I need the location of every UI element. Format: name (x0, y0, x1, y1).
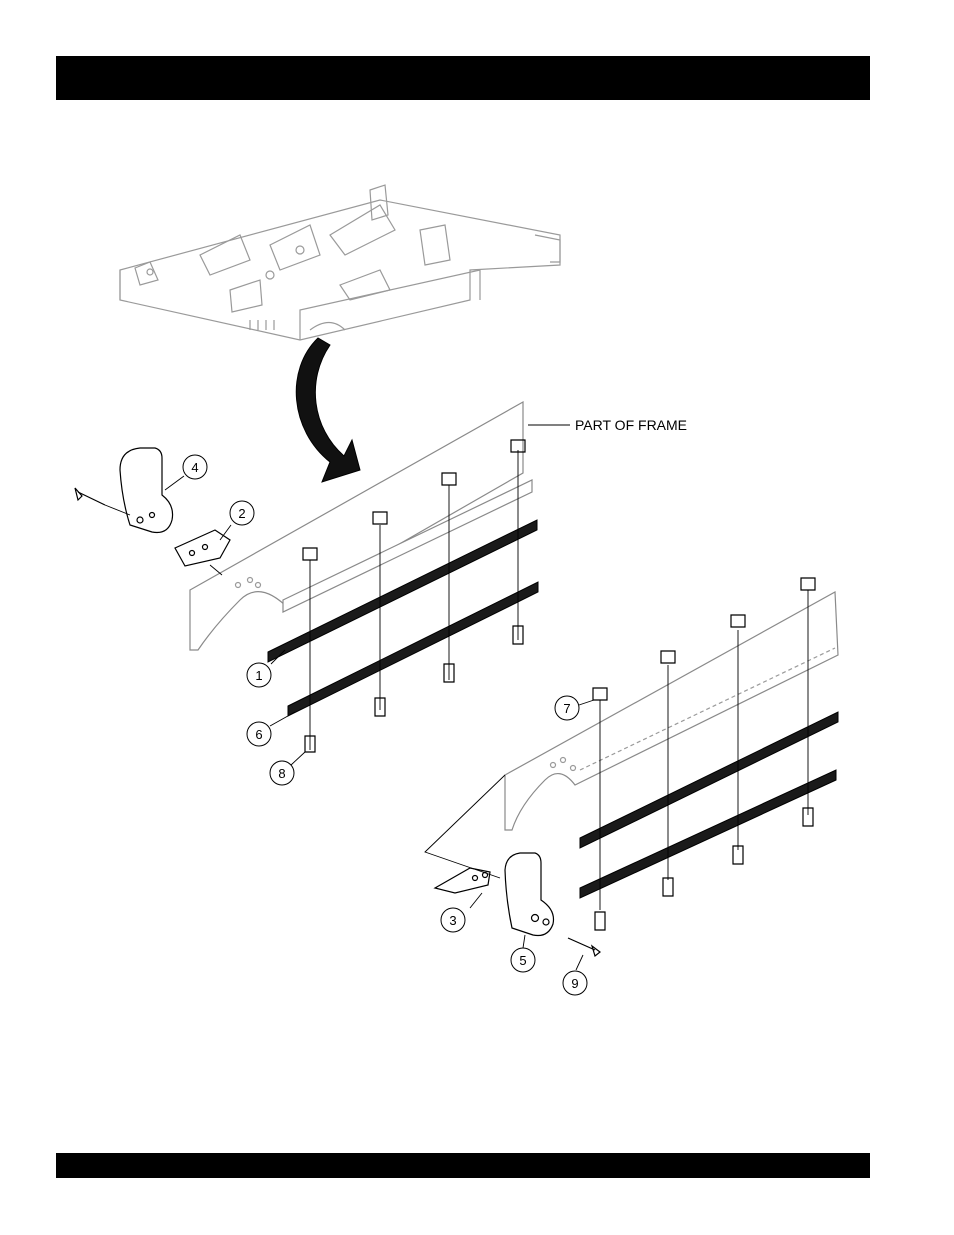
left-assembly (75, 402, 538, 752)
svg-text:6: 6 (255, 727, 262, 742)
svg-text:9: 9 (571, 976, 578, 991)
frame-overview (120, 185, 560, 340)
callout-4: 4 (165, 455, 207, 490)
callout-1: 1 (247, 650, 285, 687)
svg-text:2: 2 (238, 506, 245, 521)
svg-text:4: 4 (191, 460, 198, 475)
direction-arrow (296, 338, 360, 482)
svg-text:3: 3 (449, 913, 456, 928)
callout-3: 3 (441, 908, 465, 932)
callout-5: 5 (511, 948, 535, 972)
svg-text:8: 8 (278, 766, 285, 781)
callout-2: 2 (220, 501, 254, 540)
callout-8: 8 (270, 752, 305, 785)
callout-6: 6 (247, 712, 295, 746)
svg-text:1: 1 (255, 668, 262, 683)
right-assembly (425, 578, 838, 956)
svg-text:5: 5 (519, 953, 526, 968)
callout-9: 9 (563, 955, 587, 995)
callout-7: 7 (555, 696, 594, 720)
part-of-frame-label: PART OF FRAME (575, 417, 687, 433)
svg-text:7: 7 (563, 701, 570, 716)
